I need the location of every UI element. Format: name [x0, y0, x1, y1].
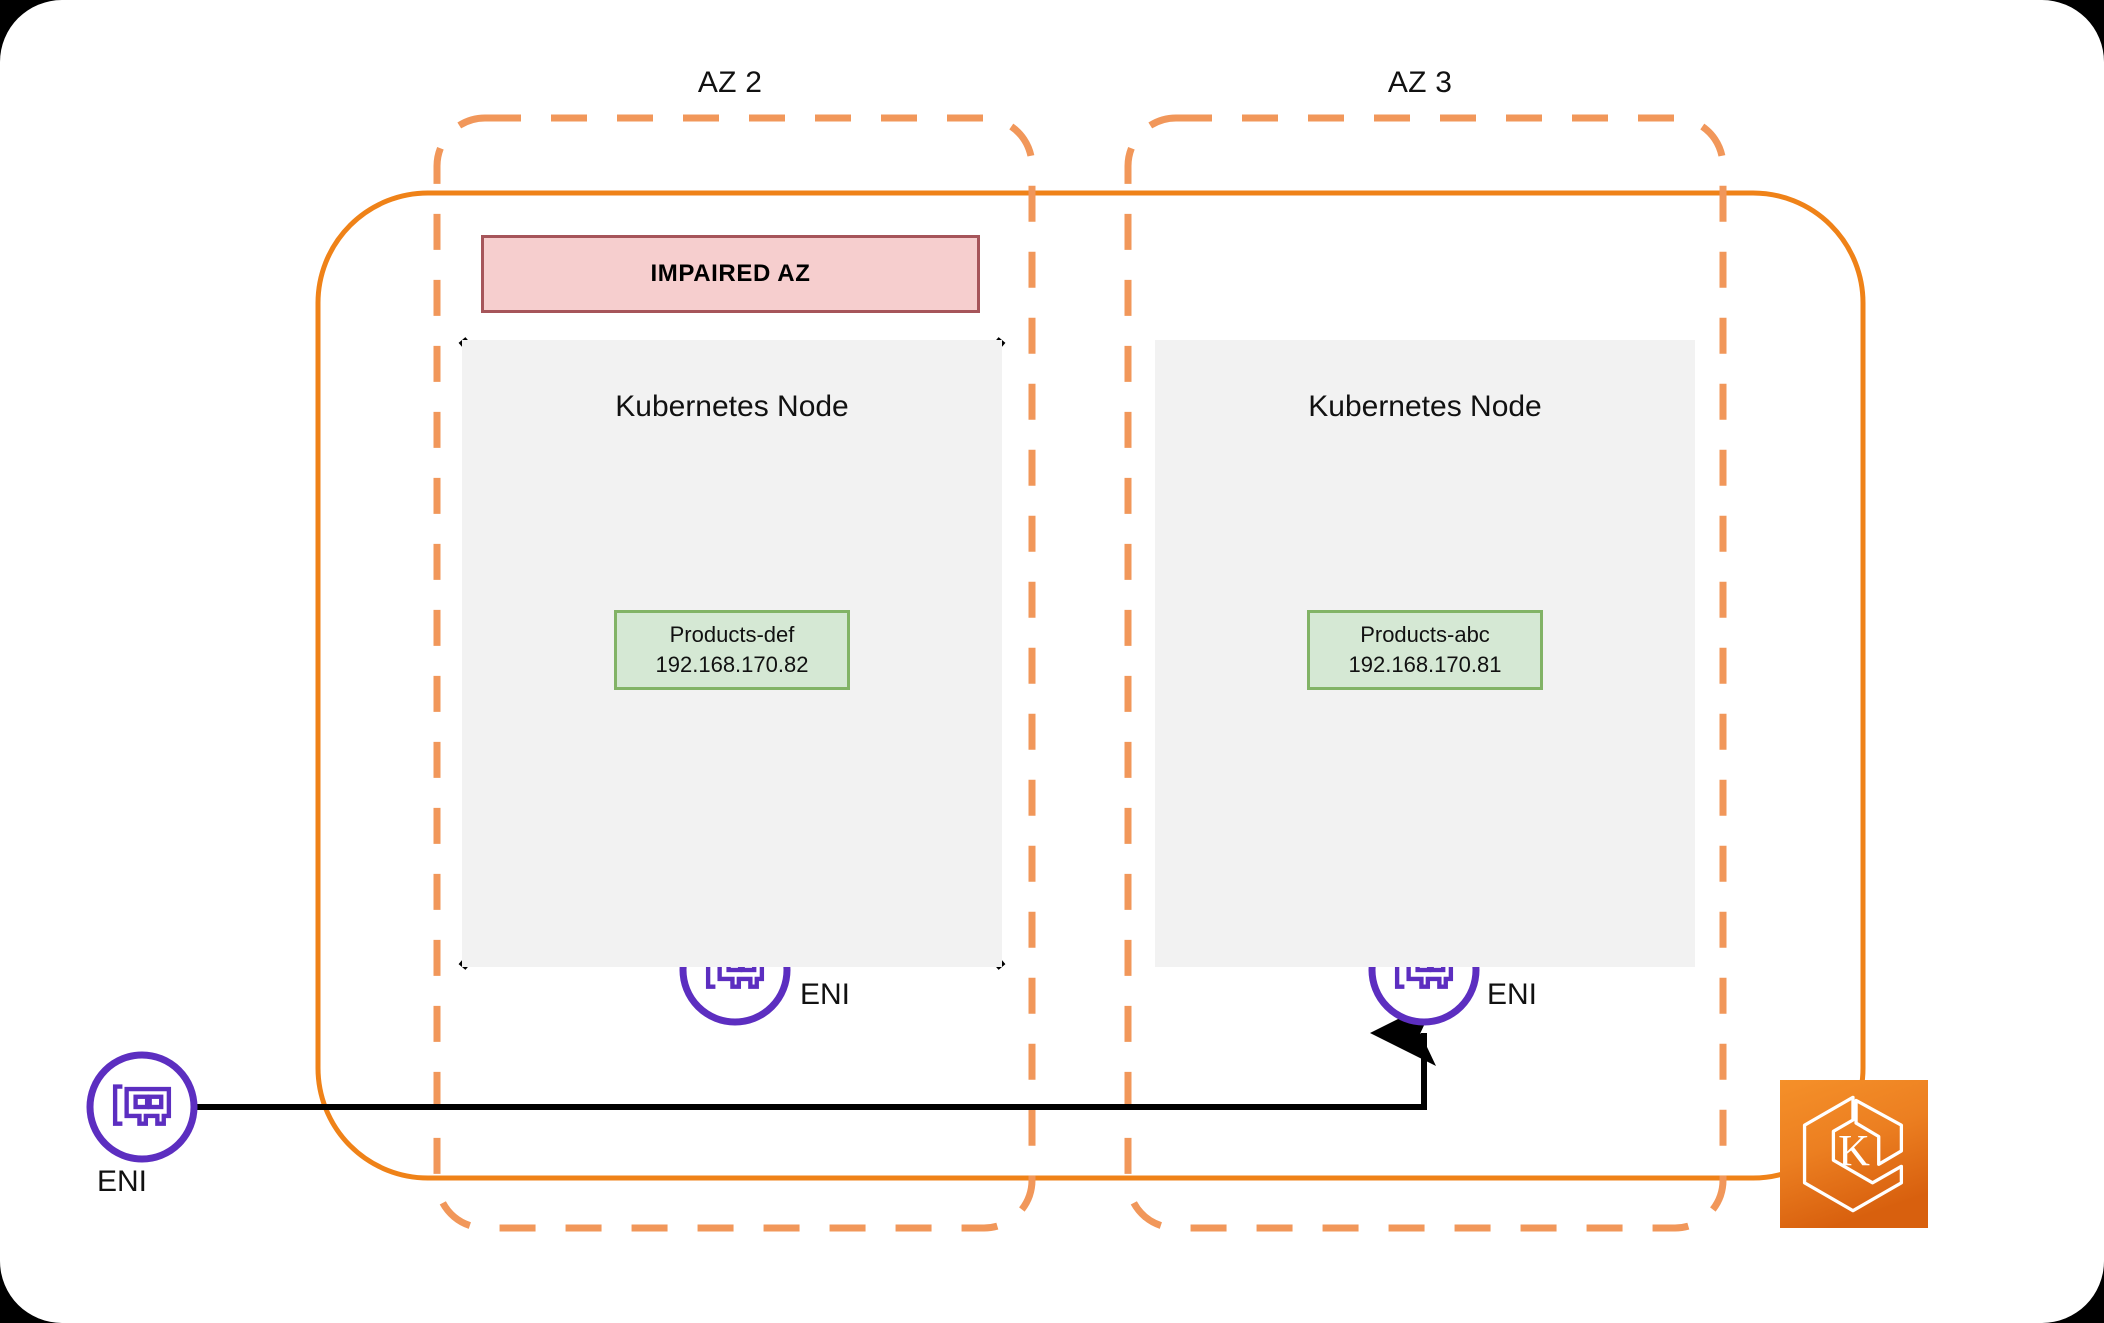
pod-products-def-ip: 192.168.170.82 [655, 652, 809, 677]
pod-products-abc[interactable]: Products-abc 192.168.170.81 [1307, 610, 1543, 690]
impaired-az-banner: IMPAIRED AZ [481, 235, 980, 313]
eni-traffic-connector [196, 1000, 1436, 1110]
pod-products-def-name: Products-def [669, 622, 795, 648]
kubernetes-node-az2-label: Kubernetes Node [615, 390, 849, 423]
az3-label: AZ 3 [1387, 66, 1453, 99]
kubernetes-node-az3-label: Kubernetes Node [1308, 390, 1542, 423]
az2-label: AZ 2 [697, 66, 763, 99]
eni-az3-label: ENI [1487, 978, 1538, 1011]
eks-logo-glyph: K [1838, 1126, 1870, 1175]
eni-external-label: ENI [97, 1165, 148, 1198]
eks-logo[interactable]: K [1780, 1080, 1928, 1228]
pod-products-abc-name: Products-abc [1360, 622, 1490, 648]
eni-icon-external[interactable] [86, 1051, 198, 1163]
pod-products-def[interactable]: Products-def 192.168.170.82 [614, 610, 850, 690]
pod-products-abc-ip: 192.168.170.81 [1348, 652, 1502, 677]
eni-az2-label: ENI [800, 978, 851, 1011]
